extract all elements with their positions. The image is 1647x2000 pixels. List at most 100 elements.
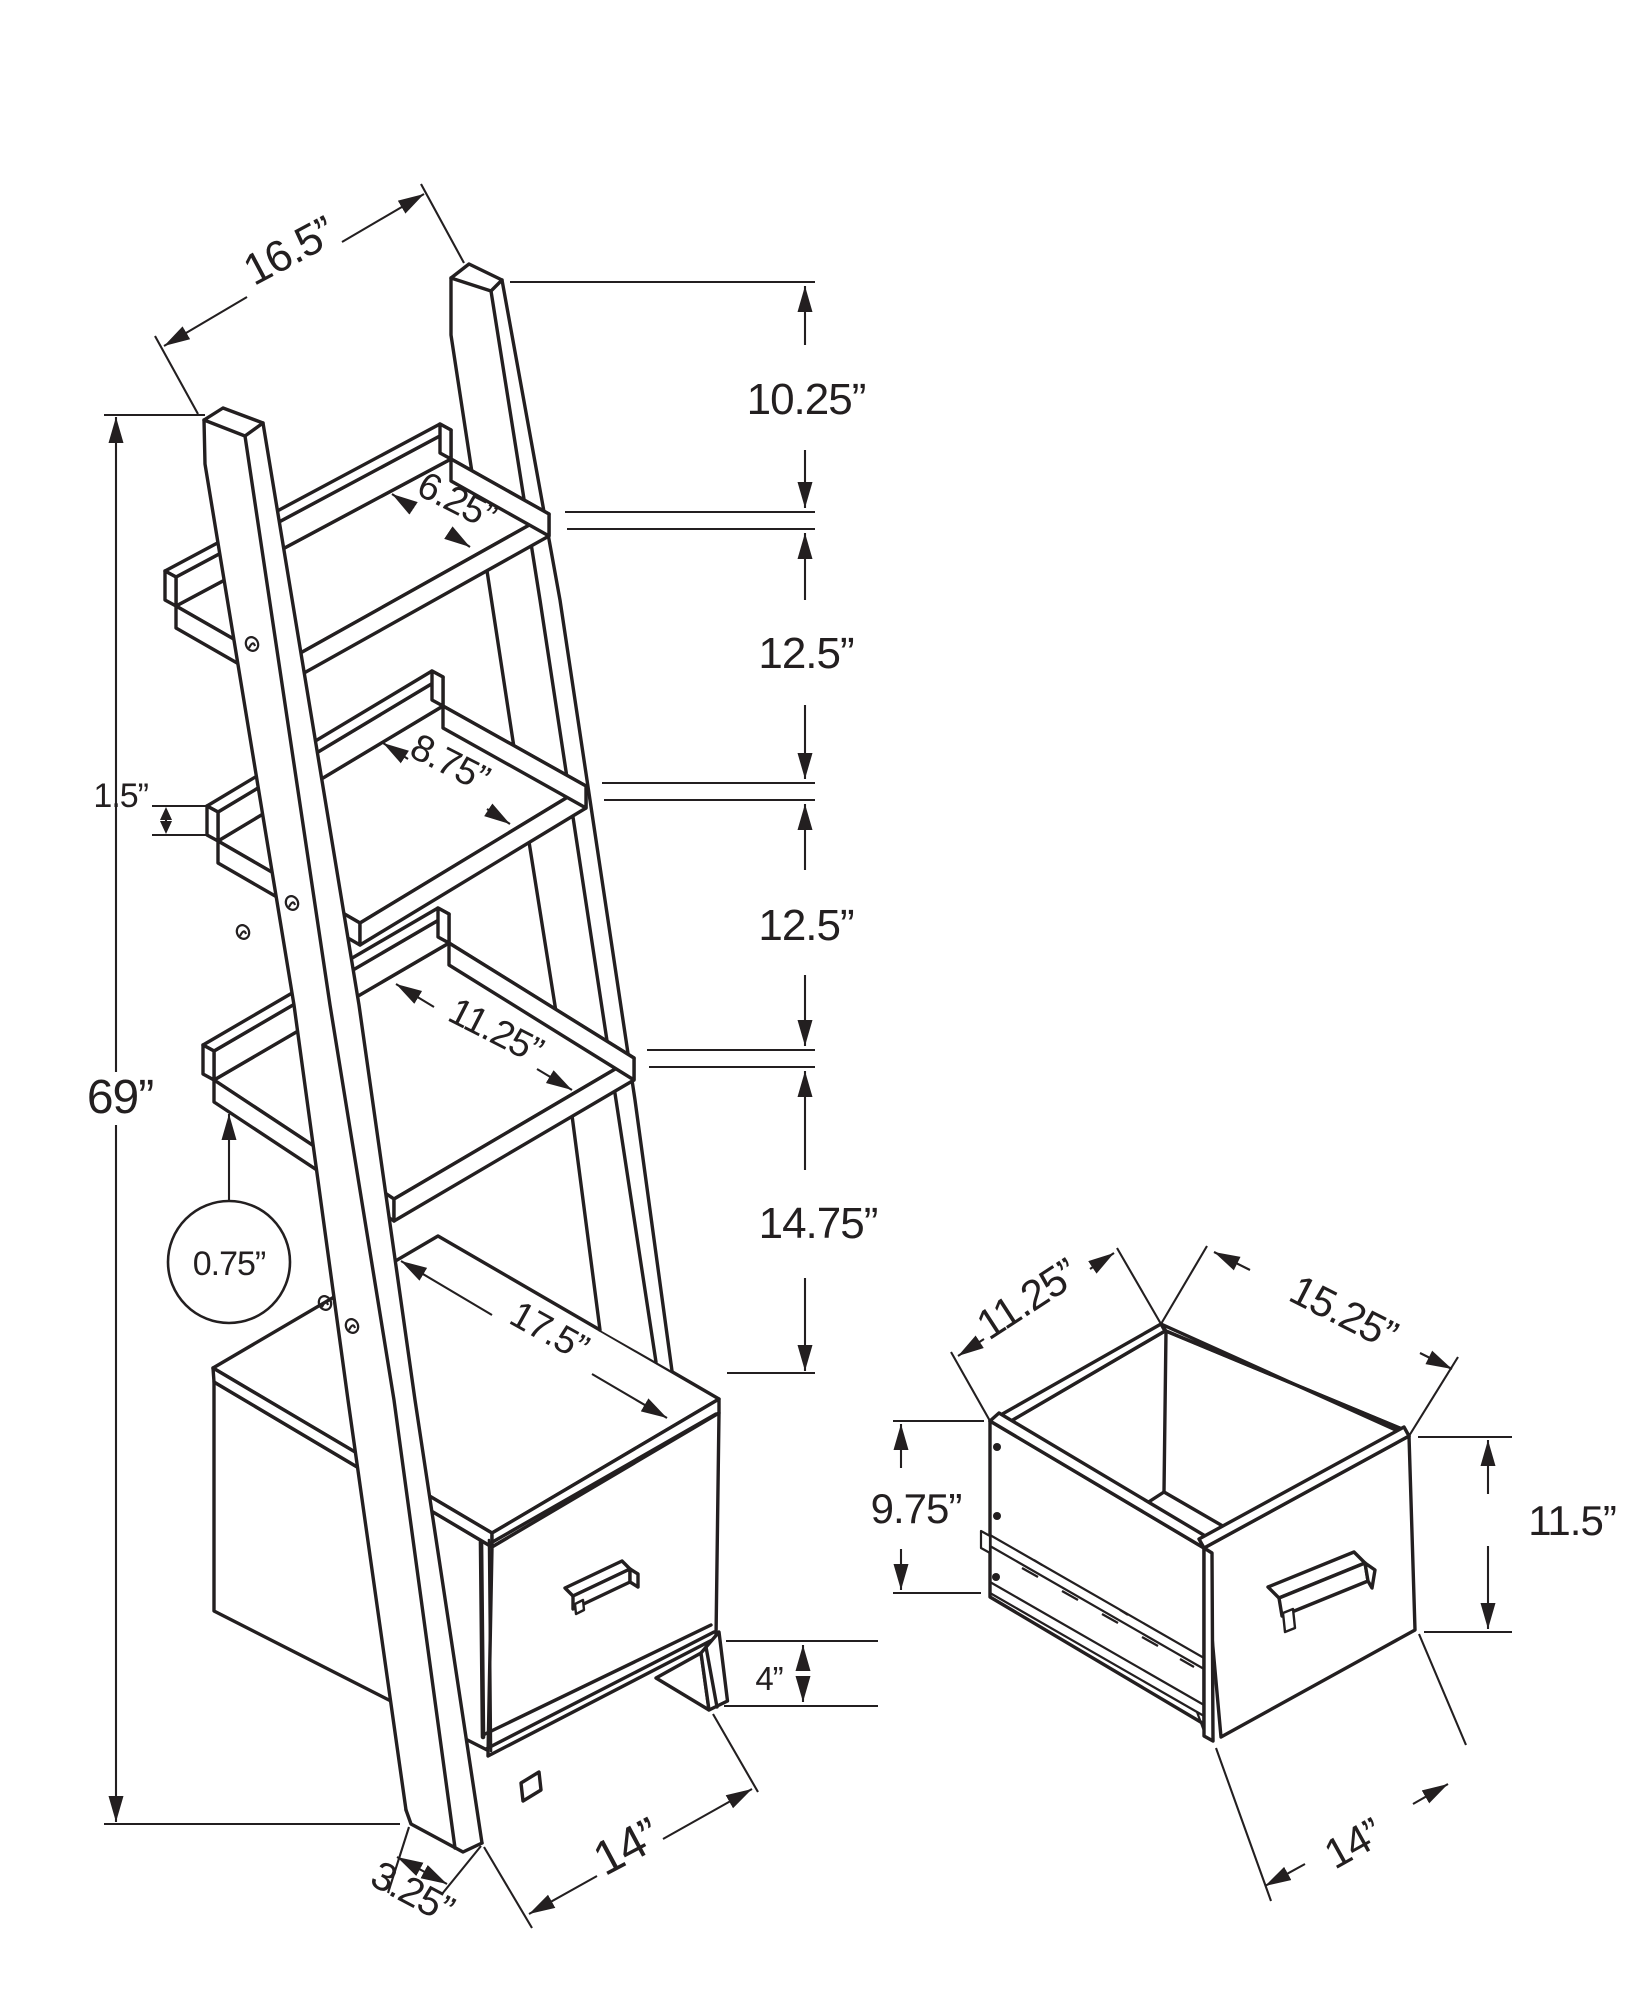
handle-end-face [1363, 1561, 1377, 1590]
dim-chain-right: 10.25” 12.5” 12.5” 14.75” 4” [510, 280, 879, 1708]
drawer-gap-line [478, 1539, 486, 1740]
dim-line [1088, 1252, 1115, 1274]
shelf1-right-band [449, 457, 551, 538]
screw-slot [348, 1324, 357, 1331]
screw-ring [244, 636, 260, 652]
dim-label-drawer-inner-width: 15.25” [1283, 1265, 1405, 1358]
dim-line [536, 1068, 573, 1091]
shelf3-lip-right-cap [436, 906, 451, 945]
ext-line [712, 1713, 759, 1793]
dim-label-seg-4: 14.75” [759, 1199, 878, 1248]
shelf2-lip-right-cap [430, 669, 445, 708]
screw-icon [284, 895, 300, 911]
slide-end-tab [979, 1529, 992, 1555]
dim-lip-height: 1.5” [93, 777, 209, 837]
dim-line [341, 193, 425, 243]
dim-label-cabinet-width: 14” [585, 1808, 669, 1886]
dim-line [391, 493, 418, 515]
panel-screw-dot [993, 1512, 1001, 1520]
slide-detail-dash [1179, 1658, 1195, 1668]
dim-overall-height: 69” [87, 413, 400, 1826]
dim-label-board-thickness: 0.75” [193, 1245, 266, 1283]
dim-line [528, 1875, 598, 1915]
panel-screw-dot [993, 1443, 1001, 1451]
dim-line [382, 742, 409, 764]
slide-line [989, 1581, 1205, 1706]
right-rail-front-corner [489, 289, 658, 1364]
shelf2-right-band [441, 704, 588, 810]
dim-label-drawer-front-height: 11.5” [1528, 1497, 1616, 1544]
ext-line [154, 335, 199, 415]
dim-line [396, 1856, 448, 1885]
dim-drawer-side-height: 9.75” [871, 1419, 984, 1595]
dim-line [484, 803, 511, 825]
dim-line [1264, 1863, 1306, 1887]
right-rail-top-face [449, 262, 504, 293]
handle-tab [1281, 1607, 1297, 1634]
left-rail-left-edge [202, 418, 408, 1812]
screw-slot [321, 1301, 330, 1308]
left-rail-bottom [404, 1808, 484, 1854]
shelf2-lip-left-cap [205, 804, 220, 843]
dim-label-seg-2: 12.5” [758, 629, 854, 678]
screw-ring [284, 895, 300, 911]
bookcase-figure: 16.5” 69” 10.25” 12.5” [87, 183, 879, 1932]
left-rail [202, 406, 484, 1854]
inner-corner-edge [1162, 1329, 1168, 1494]
side-panel-screws [992, 1443, 1001, 1581]
ext-line [1418, 1633, 1467, 1746]
dim-label-seg-top: 10.25” [747, 375, 866, 424]
right-rail-left-edge [449, 276, 602, 1332]
slide-detail-dash [1061, 1590, 1079, 1601]
drawer-handle-front [1266, 1550, 1377, 1634]
side-panel-face [988, 1419, 1206, 1726]
slide-line [989, 1592, 1205, 1717]
screw-icon [235, 924, 251, 940]
slide-detail-dash [1119, 1609, 1129, 1616]
slide-detail-dash [1033, 1559, 1043, 1566]
screw-ring [344, 1318, 360, 1334]
panel-screw-dot [992, 1573, 1000, 1581]
dim-line [1419, 1350, 1453, 1370]
ext-line [1215, 1747, 1272, 1902]
drawer-front-top-edge [487, 1412, 718, 1546]
shelf1-lip-left-cap [163, 569, 178, 608]
drawer-front-bottom-edge [481, 1623, 713, 1737]
drawer-front-board [1197, 1425, 1417, 1743]
dim-line [1213, 1251, 1251, 1271]
dim-line [1412, 1783, 1449, 1805]
slide-detail-marks [1021, 1559, 1195, 1668]
ext-line [950, 1351, 991, 1422]
dim-board-thickness: 0.75” [166, 1114, 292, 1325]
rim-strip-left [988, 1322, 1167, 1430]
screw-icon [344, 1318, 360, 1334]
dim-label-drawer-side-height: 9.75” [871, 1485, 962, 1532]
dim-line [957, 1335, 985, 1357]
screw-holes [235, 636, 360, 1334]
dim-line [444, 526, 471, 548]
screw-ring [317, 1295, 333, 1311]
handle-end-face [628, 1567, 640, 1589]
dim-label-leg-height: 4” [755, 1660, 782, 1697]
dim-line [400, 1260, 493, 1316]
slide-line [989, 1545, 1205, 1670]
ext-line [1408, 1356, 1459, 1437]
cabinet-base-line [484, 1630, 716, 1751]
dim-label-drawer-front-width: 14” [1316, 1809, 1389, 1878]
dim-label-seg-3: 12.5” [758, 901, 854, 950]
dim-cabinet-width: 14” [483, 1713, 759, 1929]
slide-detail-dash [1101, 1613, 1119, 1624]
front-board-left-strip [1202, 1546, 1215, 1743]
arrowhead [160, 821, 172, 834]
dim-label-top-width: 16.5” [236, 207, 343, 295]
dim-drawer-front-height: 11.5” [1418, 1435, 1617, 1634]
screw-slot [239, 930, 248, 937]
cabinet-front-corner-line [487, 1538, 493, 1753]
dim-label-overall-height: 69” [87, 1071, 153, 1124]
drawer-handle [563, 1559, 640, 1616]
drawer-side-panel [979, 1411, 1214, 1732]
screw-slot [248, 642, 257, 649]
slide-detail-dash [1141, 1636, 1159, 1647]
left-rail-body [204, 408, 482, 1852]
